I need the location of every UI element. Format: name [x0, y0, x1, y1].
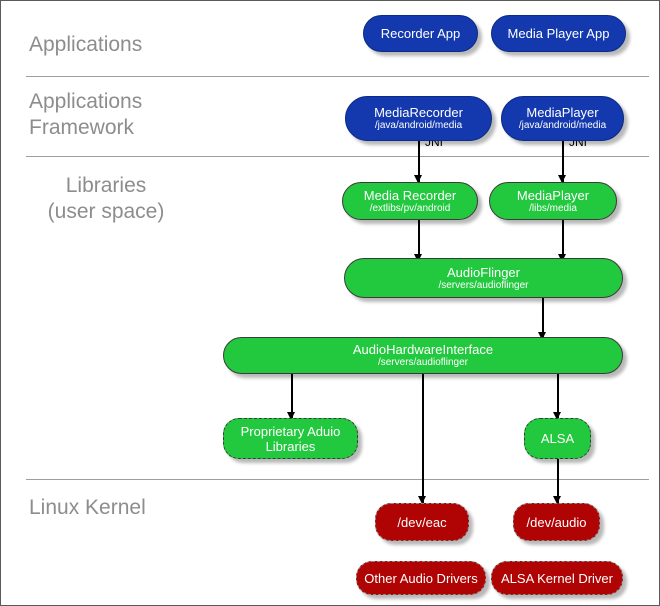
connector-mediaplayer-to-mediaplayer-lib [562, 141, 564, 191]
divider-applications [26, 76, 649, 77]
node-alsa-kernel-driver-title: ALSA Kernel Driver [501, 570, 613, 586]
node-mediaplayer-library-path: /libs/media [529, 202, 577, 214]
node-proprietary-audio-libraries[interactable]: Proprietary Aduio Libraries [223, 418, 358, 459]
connector-mediarecorder-to-media-recorder-lib [418, 141, 420, 191]
arrowhead-audiohardwareinterface [538, 332, 546, 340]
node-media-recorder-library[interactable]: Media Recorder /extlibs/pv/android [342, 182, 478, 220]
connector-alsa-to-dev-audio [557, 459, 559, 504]
section-label-applications: Applications [29, 33, 143, 56]
divider-applications-framework [26, 156, 649, 157]
connector-audiohw-to-dev-eac [422, 374, 424, 504]
connector-audiohw-to-proprietary-libs [291, 374, 293, 421]
node-audiohardwareinterface-title: AudioHardwareInterface [352, 342, 494, 357]
arrowhead-mediaplayer-lib [558, 175, 566, 183]
node-dev-audio[interactable]: /dev/audio [513, 503, 600, 541]
node-audioflinger-path: /servers/audioflinger [438, 279, 529, 291]
node-dev-audio-title: /dev/audio [526, 514, 587, 530]
node-audiohardwareinterface-path: /servers/audioflinger [377, 357, 469, 368]
arrowhead-dev-eac [418, 496, 426, 504]
arrowhead-dev-audio [553, 496, 561, 504]
section-label-libraries: Libraries (user space) [47, 174, 165, 223]
node-mediaplayer-framework-path: /java/android/media [518, 120, 607, 131]
arrowhead-alsa [553, 412, 561, 420]
section-label-linux-kernel: Linux Kernel [29, 496, 146, 519]
node-proprietary-audio-libraries-title: Proprietary Aduio Libraries [240, 423, 341, 454]
divider-linux-kernel [26, 479, 649, 480]
node-other-audio-drivers[interactable]: Other Audio Drivers [356, 561, 486, 595]
section-label-applications-framework: Applications Framework [29, 90, 143, 139]
node-media-player-app[interactable]: Media Player App [491, 15, 626, 52]
connector-media-recorder-lib-to-audioflinger [418, 220, 420, 264]
node-mediaplayer-library[interactable]: MediaPlayer /libs/media [489, 182, 617, 220]
node-recorder-app[interactable]: Recorder App [363, 15, 478, 52]
node-mediarecorder-framework-path: /java/android/media [374, 120, 463, 131]
node-alsa-title: ALSA [540, 431, 575, 446]
node-mediarecorder-framework-title: MediaRecorder [374, 105, 463, 120]
connector-audiohw-to-alsa [557, 374, 559, 421]
node-mediaplayer-library-title: MediaPlayer [516, 187, 590, 203]
node-dev-eac[interactable]: /dev/eac [375, 503, 469, 541]
node-audioflinger-title: AudioFlinger [447, 264, 520, 280]
node-mediaplayer-framework-title: MediaPlayer [526, 105, 599, 120]
node-other-audio-drivers-title: Other Audio Drivers [364, 570, 478, 586]
node-mediaplayer-framework[interactable]: MediaPlayer /java/android/media [501, 96, 624, 141]
connector-audioflinger-to-audiohardwareinterface [542, 298, 544, 342]
node-alsa[interactable]: ALSA [524, 418, 591, 459]
arrowhead-media-recorder-lib [414, 175, 422, 183]
node-media-recorder-library-path: /extlibs/pv/android [369, 202, 451, 214]
node-mediarecorder-framework[interactable]: MediaRecorder /java/android/media [345, 96, 492, 141]
node-dev-eac-title: /dev/eac [397, 514, 447, 530]
node-media-recorder-library-title: Media Recorder [363, 187, 457, 203]
connector-mediaplayer-lib-to-audioflinger [562, 220, 564, 264]
node-recorder-app-title: Recorder App [380, 26, 461, 41]
node-audiohardwareinterface[interactable]: AudioHardwareInterface /servers/audiofli… [223, 337, 623, 374]
node-audioflinger[interactable]: AudioFlinger /servers/audioflinger [344, 258, 623, 298]
node-alsa-kernel-driver[interactable]: ALSA Kernel Driver [491, 561, 623, 595]
node-media-player-app-title: Media Player App [507, 26, 610, 41]
arrowhead-proprietary-libs [287, 412, 295, 420]
